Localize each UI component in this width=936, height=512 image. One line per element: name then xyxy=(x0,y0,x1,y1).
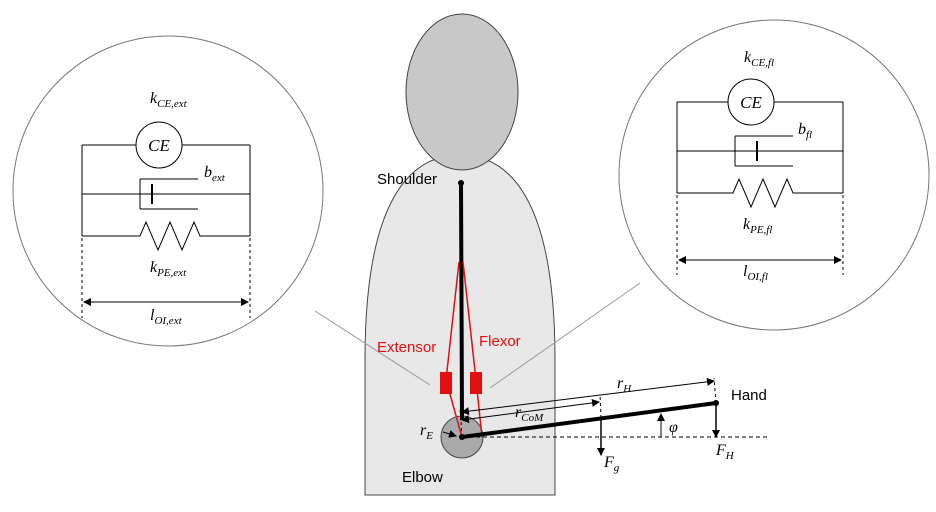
extensor-damper xyxy=(82,178,250,210)
flexor-ce-label: CE xyxy=(740,93,762,112)
elbow-label: Elbow xyxy=(402,469,443,486)
r-com-dimension xyxy=(461,398,600,424)
r-e-symbol: rE xyxy=(420,422,433,442)
r-com-symbol: rCoM xyxy=(515,404,544,424)
extensor-k-ce-label: kCE,ext xyxy=(150,90,188,110)
flexor-damper xyxy=(677,135,843,167)
r-h-extension-right xyxy=(713,377,717,404)
extensor-k-pe-label: kPE,ext xyxy=(150,259,187,279)
extensor-ce-element xyxy=(135,121,183,169)
flexor-model-circle xyxy=(618,19,930,331)
extensor-spring xyxy=(82,220,250,252)
flexor-b-label: bfl xyxy=(798,121,812,141)
shoulder-label: Shoulder xyxy=(377,171,437,188)
r-com-extension xyxy=(599,393,602,419)
flexor-l-oi-label: lOI,fl xyxy=(743,263,768,283)
flexor-k-ce-label: kCE,fl xyxy=(744,49,774,69)
phi-symbol: φ xyxy=(669,419,678,436)
head-shape xyxy=(405,13,519,171)
flexor-zoom-line xyxy=(489,282,641,389)
hand-label: Hand xyxy=(731,387,767,404)
r-h-extension-left xyxy=(459,407,463,438)
extensor-model: kCE,ext CE bext kPE,ext lOI,ext xyxy=(81,90,251,327)
f-g-symbol: Fg xyxy=(603,454,620,474)
f-h-symbol: FH xyxy=(715,442,735,462)
flexor-spring xyxy=(677,177,843,209)
flexor-k-pe-label: kPE,fl xyxy=(743,216,772,236)
shoulder-joint-dot xyxy=(458,180,464,186)
extensor-muscle xyxy=(440,261,463,438)
extensor-b-label: bext xyxy=(204,164,226,184)
flexor-label: Flexor xyxy=(479,333,521,350)
r-h-symbol: rH xyxy=(617,375,632,395)
extensor-label: Extensor xyxy=(377,339,436,356)
upper-arm-segment xyxy=(459,182,464,421)
flexor-ce-element xyxy=(727,78,775,126)
r-e-arrow xyxy=(442,430,457,438)
flexor-model: kCE,fl CE bfl kPE,fl lOI,fl xyxy=(676,49,844,283)
extensor-zoom-line xyxy=(314,310,431,386)
extensor-model-circle xyxy=(12,35,324,347)
extensor-l-oi-label: lOI,ext xyxy=(150,307,183,327)
extensor-ce-label: CE xyxy=(148,136,170,155)
